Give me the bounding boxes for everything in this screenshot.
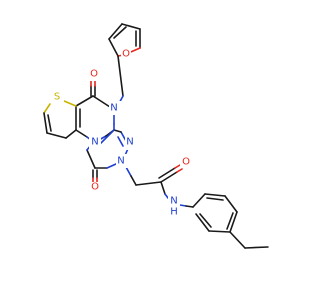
bonds bbox=[43, 23, 269, 249]
bond bbox=[125, 166, 132, 177]
bond bbox=[106, 163, 117, 169]
bond bbox=[46, 132, 67, 139]
bond bbox=[117, 55, 124, 97]
bond bbox=[113, 26, 127, 39]
bond bbox=[43, 112, 48, 134]
bond bbox=[160, 181, 166, 195]
atom-labels: O S O N N N N O O N H bbox=[52, 47, 192, 218]
label-bg bbox=[125, 136, 137, 150]
label-bg bbox=[116, 154, 128, 168]
label-bg bbox=[89, 69, 99, 81]
bond bbox=[92, 95, 111, 108]
label-bg bbox=[52, 90, 64, 104]
label-bg bbox=[109, 101, 121, 115]
bond bbox=[121, 23, 141, 30]
bond bbox=[98, 129, 115, 146]
bond bbox=[135, 181, 162, 186]
bond bbox=[108, 23, 123, 40]
atom-n4: N bbox=[110, 103, 117, 114]
atom-o-furan: O bbox=[122, 49, 130, 60]
bond bbox=[158, 167, 176, 179]
bond bbox=[86, 149, 96, 169]
atom-o-top: O bbox=[90, 69, 98, 80]
bond bbox=[117, 136, 124, 147]
bond bbox=[174, 164, 181, 169]
label-bg bbox=[180, 156, 192, 168]
label-bg bbox=[89, 135, 101, 149]
bond bbox=[47, 114, 52, 132]
bond bbox=[63, 100, 77, 107]
atom-n-ring-right: N bbox=[126, 137, 133, 148]
bond bbox=[226, 212, 234, 230]
bond bbox=[113, 129, 122, 133]
bond bbox=[75, 129, 88, 138]
bond bbox=[244, 246, 269, 249]
bond bbox=[224, 195, 238, 213]
bond bbox=[108, 38, 119, 57]
atom-o-bottom: O bbox=[91, 182, 99, 193]
atom-s-thiophene: S bbox=[54, 92, 60, 103]
atom-o-amide: O bbox=[182, 157, 190, 168]
bond bbox=[65, 129, 77, 139]
label-bg bbox=[121, 47, 131, 61]
bond bbox=[204, 193, 226, 197]
bond bbox=[199, 213, 212, 228]
atom-n-amide: N bbox=[170, 196, 177, 207]
atom-n2: N bbox=[117, 156, 124, 167]
bond bbox=[195, 213, 210, 232]
bond bbox=[229, 211, 238, 233]
bond bbox=[229, 231, 246, 249]
label-bg bbox=[89, 182, 99, 194]
atom-n-fused: N bbox=[91, 137, 98, 148]
bond bbox=[75, 95, 94, 107]
bond bbox=[208, 230, 231, 233]
label-bg bbox=[168, 194, 180, 218]
bond bbox=[130, 175, 137, 186]
bond bbox=[164, 193, 169, 199]
bond bbox=[185, 205, 194, 208]
bond bbox=[176, 168, 183, 173]
chemical-structure-diagram: O S O N N N N O O N H bbox=[43, 23, 269, 249]
bond bbox=[43, 103, 51, 114]
bond bbox=[160, 171, 178, 183]
bond bbox=[179, 204, 187, 207]
bond bbox=[192, 193, 206, 208]
atom-h-amide: H bbox=[170, 207, 178, 218]
bond bbox=[206, 197, 224, 201]
